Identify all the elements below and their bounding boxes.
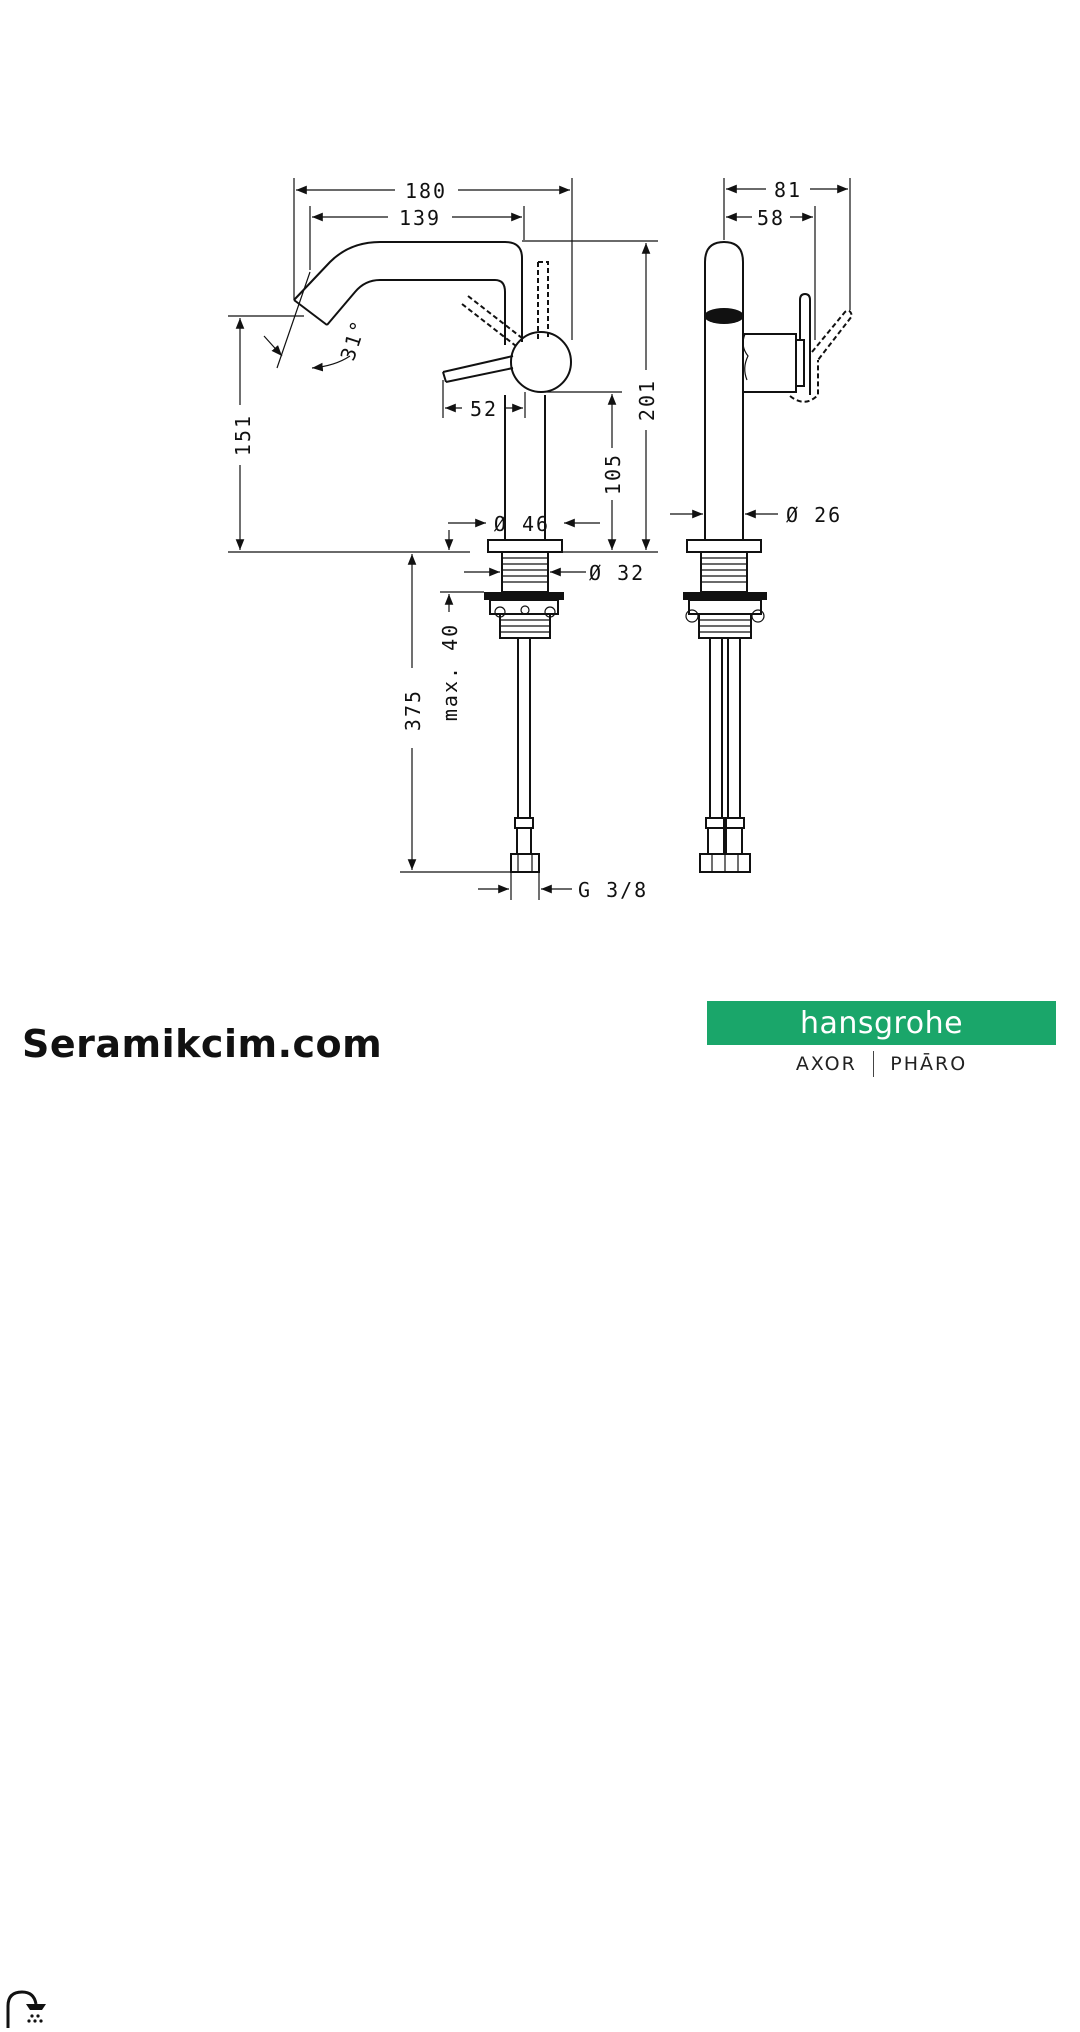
dim-spout-reach: 139 [399, 206, 441, 230]
dim-base-diameter: Ø 46 [494, 512, 550, 536]
hansgrohe-wordmark: hansgrohe [707, 1001, 1056, 1045]
sub-brand-divider [872, 1051, 875, 1077]
dim-thread-diameter: Ø 32 [589, 561, 645, 585]
dim-hose-length: 375 [401, 689, 425, 731]
technical-drawing: 180 139 81 58 31° 52 151 105 201 Ø 46 Ø … [228, 178, 854, 902]
dim-max-counter-thickness: max. 40 [438, 623, 462, 721]
dim-handle-depth: 58 [757, 206, 785, 230]
shower-icon [6, 1990, 46, 2028]
dim-spout-height: 151 [231, 414, 255, 456]
dimension-lines [228, 178, 851, 900]
sub-brand-pharo: PHĀRO [890, 1053, 968, 1075]
dim-lever-offset: 52 [470, 397, 498, 421]
dim-overall-length: 180 [405, 179, 447, 203]
dim-handle-height: 105 [601, 453, 625, 495]
dim-total-height: 201 [635, 379, 659, 421]
side-view [683, 240, 854, 873]
hansgrohe-logo: hansgrohe AXOR PHĀRO [707, 1001, 1056, 1079]
dim-connection-thread: G 3/8 [578, 878, 648, 902]
dim-overall-depth: 81 [774, 178, 802, 202]
sub-brands: AXOR PHĀRO [707, 1049, 1056, 1079]
front-view [293, 241, 572, 873]
site-name: Seramikcim.com [22, 1022, 383, 1066]
dim-body-diameter: Ø 26 [786, 503, 842, 527]
sub-brand-axor: AXOR [795, 1053, 857, 1075]
dim-spout-angle: 31° [335, 316, 371, 363]
